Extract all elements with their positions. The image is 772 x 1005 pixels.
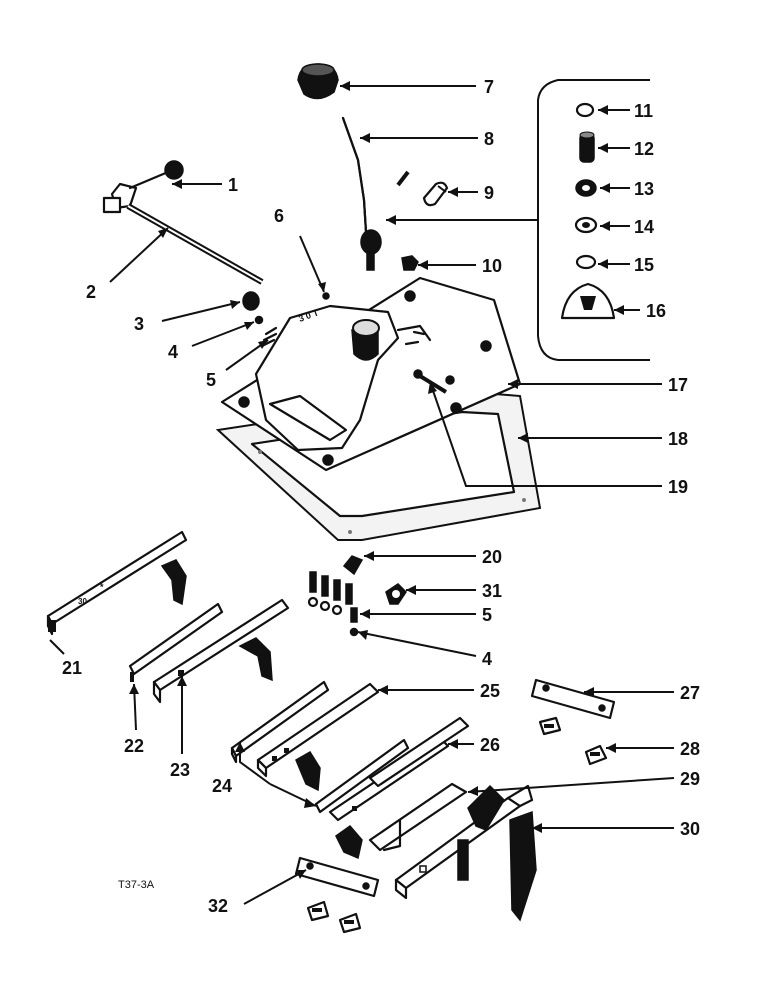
callout-3: 3 [134,314,144,334]
callout-11: 11 [634,101,653,121]
part-6-pin [322,292,330,300]
part-15-washer [575,254,597,270]
callout-4: 4 [168,342,178,362]
part-12-sleeve [579,131,595,163]
leader-3 [161,301,241,322]
shifter-housing: 3 0 T [254,304,432,452]
callout-5-lower: 5 [482,605,492,625]
leader-19 [429,381,662,487]
callout-18: 18 [668,429,688,449]
callout-22: 22 [124,736,144,756]
part-26-rail [256,682,380,792]
callout-2: 2 [86,282,96,302]
part-27-plate [530,678,616,736]
callout-16: 16 [646,301,666,321]
callout-6: 6 [274,206,284,226]
part-11-washer [575,102,595,118]
callout-28: 28 [680,739,700,759]
inset-bracket [537,79,650,361]
part-3-bushing [242,291,260,311]
callout-1: 1 [228,175,238,195]
callout-9: 9 [484,183,494,203]
part-28-clip [584,744,608,766]
part-31-fitting [385,583,407,605]
pin-near-lever [396,170,410,187]
callout-25: 25 [480,681,500,701]
part-5-spring-lower [350,607,358,623]
leader-4b [357,631,477,657]
leader-arrowheads [129,81,624,879]
callout-4-lower: 4 [482,649,492,669]
callout-13: 13 [634,179,654,199]
callout-26: 26 [480,735,500,755]
svg-text:*: * [100,582,104,592]
callout-23: 23 [170,760,190,780]
part-7-knob [297,63,339,100]
leader-2 [109,227,169,283]
part-22-interlock [128,602,224,682]
part-30-reverse-rail [394,784,537,922]
callout-19: 19 [668,477,688,497]
part-1-lever [102,160,184,214]
callout-30: 30 [680,819,700,839]
callout-10: 10 [482,256,502,276]
callout-27: 27 [680,683,700,703]
leader-4 [191,321,255,347]
part-29-rail [368,782,468,852]
part-9-pin [422,181,449,207]
part-13-nut [575,179,597,197]
leader-32 [243,869,307,905]
part-20-retainer [342,555,364,576]
part-4-ball-lower [349,627,359,637]
callout-15: 15 [634,255,654,275]
figure-code: T37-3A [118,879,155,891]
svg-text:30: 30 [78,597,87,606]
callout-labels: 1 2 3 4 5 6 7 8 9 10 11 12 13 14 15 16 1… [62,77,700,916]
part-24-interlock [314,738,410,814]
callout-31: 31 [482,581,502,601]
part-32-plate [294,856,380,934]
part-23-rail [152,598,290,704]
callout-24: 24 [212,776,232,796]
callout-17: 17 [668,375,688,395]
leader-6 [299,235,325,293]
callout-7: 7 [484,77,494,97]
part-19-bolt [413,369,455,394]
part-25-interlock [230,680,330,764]
callout-5: 5 [206,370,216,390]
callout-20: 20 [482,547,502,567]
callout-14: 14 [634,217,654,237]
callout-12: 12 [634,139,654,159]
callout-29: 29 [680,769,700,789]
part-8-shift-lever [341,116,382,271]
callout-32: 32 [208,896,228,916]
part-2-shaft [126,203,264,285]
part-4-ball [254,315,264,325]
part-26-rail-upper [328,716,470,860]
part-21-rail: 30 * [46,530,188,636]
part-10-nut [401,255,419,271]
part-14-washer [574,216,598,234]
leader-21 [49,639,65,655]
callout-21: 21 [62,658,82,678]
callout-8: 8 [484,129,494,149]
springs-group [307,571,353,616]
leader-29 [467,777,675,793]
part-16-boot [560,282,616,320]
